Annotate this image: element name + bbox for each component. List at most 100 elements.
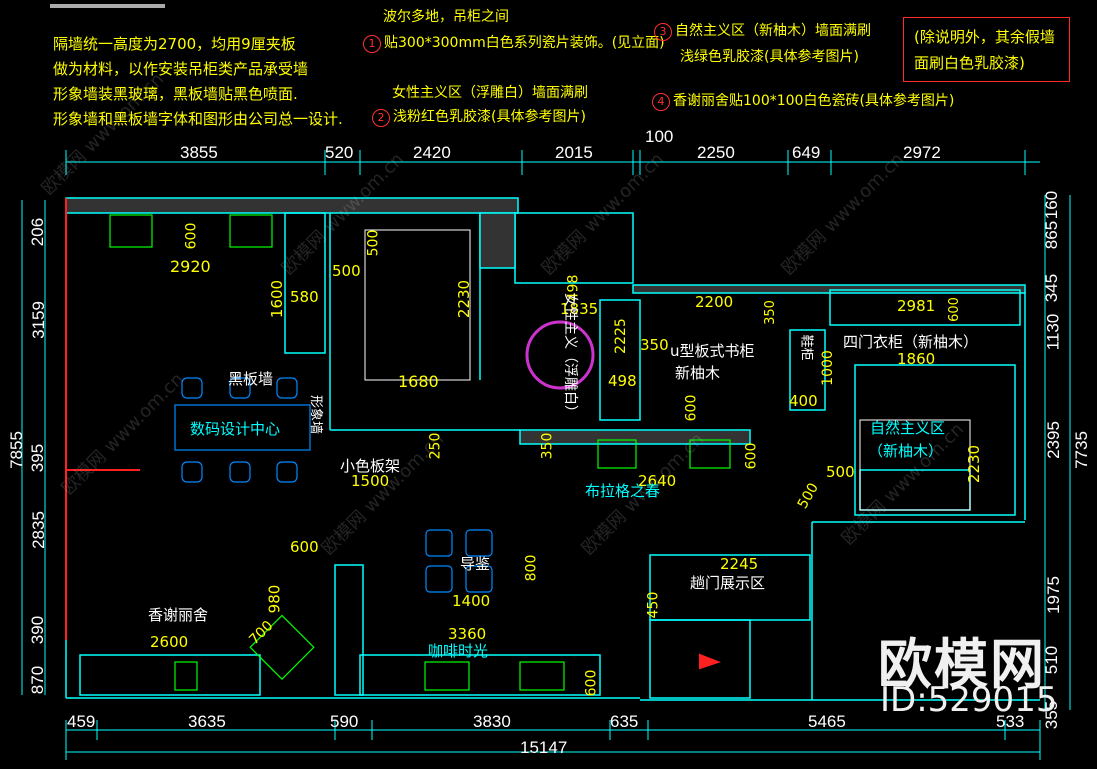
label-digital-center: 数码设计中心: [190, 420, 281, 438]
dim-top-7: 649: [792, 143, 821, 162]
inner-dim: 800: [523, 554, 540, 582]
note-1-text: 贴300*300mm白色系列瓷片装饰。(见立面): [384, 35, 665, 51]
beds: [364, 229, 971, 511]
inner-dim: 2245: [720, 555, 759, 573]
inner-dim: 600: [946, 297, 962, 322]
dim-bottom-2: 3635: [188, 712, 226, 731]
inner-dim: 2230: [455, 279, 474, 319]
dim-left-6: 870: [28, 665, 48, 695]
inner-dim: 600: [683, 394, 700, 422]
label-new-teak-b: （新柚木）: [868, 442, 944, 460]
note-2-line1: 女性主义区（浮雕白）墙面满刷: [392, 85, 588, 101]
dim-right-total: 7735: [1071, 431, 1091, 469]
dim-right-4: 1130: [1043, 313, 1063, 351]
scale-bar: [50, 4, 165, 8]
label-u-bookcase: u型板式书柜: [670, 342, 755, 360]
inner-dim: 3360: [448, 625, 487, 643]
dim-bottom-4: 3830: [473, 712, 511, 731]
inner-dim: 980: [265, 584, 284, 614]
inner-dim: 1835: [560, 300, 599, 318]
general-note-2: 做为材料，以作安装吊柜类产品承受墙: [53, 60, 309, 78]
dim-left-2: 3159: [28, 301, 48, 339]
dim-top-1: 3855: [180, 143, 218, 162]
dim-bottom-3: 590: [330, 712, 359, 731]
dim-left-total: 7855: [6, 431, 26, 469]
dim-bottom-7: 533: [996, 712, 1025, 731]
dim-left-3: 395: [28, 443, 48, 473]
dim-bottom-1: 459: [67, 712, 96, 731]
inner-dim: 450: [645, 591, 662, 619]
inner-dim: 1600: [268, 279, 287, 319]
inner-dim: 250: [427, 432, 444, 460]
note-2-text: 浅粉红色乳胶漆(具体参考图片): [393, 109, 586, 125]
label-new-teak-a: 新柚木: [675, 364, 721, 382]
inner-dim: 1400: [452, 592, 491, 610]
inner-dim: 600: [583, 669, 600, 697]
inner-dim: 2981: [897, 297, 936, 315]
label-female-zone: 女性主义（浮雕白）: [562, 293, 578, 419]
inner-dim: 498: [608, 372, 637, 390]
inner-dim: 350: [539, 432, 556, 460]
note-1-title: 波尔多地，吊柜之间: [383, 9, 509, 25]
general-paint-note: (除说明外，其余假墙 面刷白色乳胶漆): [903, 17, 1070, 82]
inner-dim: 600: [743, 442, 760, 470]
inner-dim: 2920: [170, 257, 211, 276]
label-blackboard: 黑板墙: [228, 370, 274, 388]
inner-dim: 500: [365, 229, 382, 257]
inner-dim: 2600: [150, 633, 189, 651]
box-line-2: 面刷白色乳胶漆): [914, 54, 1025, 72]
label-coffee: 咖啡时光: [428, 642, 489, 660]
dim-bottom-5: 635: [610, 712, 639, 731]
dim-top-5: 100: [645, 127, 674, 146]
dim-top-3: 2420: [413, 143, 451, 162]
inner-dim: 500: [332, 262, 361, 280]
dim-bottom-6: 5465: [808, 712, 846, 731]
inner-dim: 600: [183, 222, 200, 250]
dim-bottom-total: 15147: [520, 738, 568, 757]
brand-id: ID:529015: [880, 680, 1058, 720]
brand-logo: 欧模网: [878, 633, 1046, 696]
inner-dim: 350: [762, 300, 778, 325]
dim-right-5: 2395: [1043, 421, 1063, 459]
note-4-text: 香谢丽舍贴100*100白色瓷砖(具体参考图片): [673, 93, 955, 109]
dimension-lines: [21, 150, 1071, 760]
label-door-show: 趟门展示区: [690, 574, 766, 592]
inner-dim: 2640: [638, 472, 677, 490]
dim-left-5: 390: [28, 615, 48, 645]
label-wardrobe: 四门衣柜（新柚木）: [843, 333, 979, 351]
note-3-text: 自然主义区（新柚木）墙面满刷: [675, 23, 871, 39]
note-1-number: 1: [363, 35, 381, 53]
inner-dim: 350: [640, 336, 669, 354]
dim-right-6: 1975: [1043, 576, 1063, 614]
inner-dim: 2230: [965, 444, 984, 484]
general-note-1: 隔墙统一高度为2700，均用9厘夹板: [53, 35, 296, 53]
female-zone-highlight: [525, 320, 595, 390]
label-shoe-cabinet: 鞋柜: [798, 334, 814, 361]
furniture: [109, 214, 731, 691]
note-4-number: 4: [652, 93, 670, 111]
inner-dim: 1000: [819, 350, 836, 386]
inner-dim: 1680: [398, 372, 439, 391]
dim-top-8: 2972: [903, 143, 941, 162]
label-natural-zone: 自然主义区: [870, 419, 946, 437]
label-guide: 导鉴: [460, 555, 491, 573]
dim-top-6: 2250: [697, 143, 735, 162]
dim-top-2: 520: [325, 143, 354, 162]
inner-dim: 1860: [897, 350, 936, 368]
inner-dim: 2225: [612, 318, 629, 354]
dim-top-4: 2015: [555, 143, 593, 162]
inner-dim: 2200: [695, 293, 734, 311]
dim-right-2: 160: [1042, 190, 1062, 220]
table-chairs: [174, 377, 493, 593]
note-3-line2: 浅绿色乳胶漆(具体参考图片): [680, 49, 859, 65]
dim-left-1: 206: [28, 217, 48, 247]
dim-right-3: 345: [1042, 273, 1062, 303]
inner-dim: 580: [290, 288, 319, 306]
box-line-1: (除说明外，其余假墙: [914, 28, 1055, 46]
general-note-3: 形象墙装黑玻璃，黑板墙贴黑色喷面.: [53, 85, 298, 103]
dim-left-4: 2835: [28, 511, 48, 549]
